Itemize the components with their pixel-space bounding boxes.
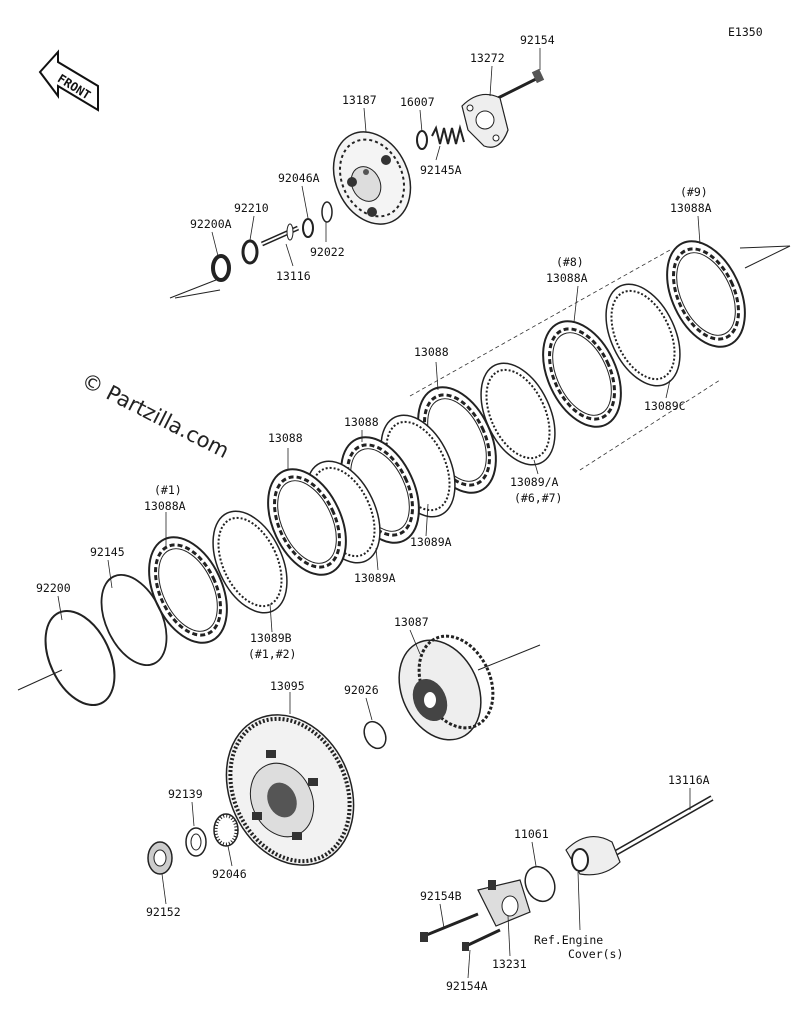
front-arrow-icon: FRONT — [38, 49, 99, 112]
bolt-92154-part — [497, 68, 545, 100]
release-shaft-13116a-part — [610, 795, 714, 858]
axis-line — [739, 245, 791, 249]
label-92200a: 92200A — [190, 217, 232, 231]
diagram-code: E1350 — [728, 25, 763, 39]
label-13087: 13087 — [394, 615, 429, 629]
label-92145: 92145 — [90, 545, 125, 559]
clutch-housing-13095-part — [225, 714, 355, 866]
release-lever-13231-part — [477, 879, 531, 927]
label-92026: 92026 — [344, 683, 379, 697]
pushrod-13116-part — [260, 223, 300, 247]
needle-bearing-92046-part — [213, 813, 239, 847]
label-92154b: 92154B — [420, 889, 462, 903]
label-note-1-2: (#1,#2) — [248, 647, 296, 661]
label-92200: 92200 — [36, 581, 71, 595]
label-note-9: (#9) — [680, 185, 708, 199]
label-92154a: 92154A — [446, 979, 488, 993]
washer-92022-part — [321, 201, 333, 223]
axis-line — [744, 245, 791, 269]
label-92145a: 92145A — [420, 163, 462, 177]
release-cover-part — [565, 835, 621, 876]
label-13095: 13095 — [270, 679, 305, 693]
label-note-8: (#8) — [556, 255, 584, 269]
bearing-92152-part — [147, 841, 173, 875]
pressure-plate-13187-part — [332, 131, 412, 225]
washer-92026-part — [363, 720, 387, 750]
gasket-11061-part — [524, 865, 556, 903]
label-13089-a: 13089/A — [510, 475, 559, 489]
label-ref-engine: Ref.Engine — [534, 933, 603, 947]
label-13089a-a: 13089A — [354, 571, 396, 585]
label-92154: 92154 — [520, 33, 555, 47]
label-13187: 13187 — [342, 93, 377, 107]
watermark: © Partzilla.com — [78, 368, 233, 463]
part-labels: 92154 13272 13187 16007 92145A 92046A 92… — [36, 33, 712, 993]
label-92139: 92139 — [168, 787, 203, 801]
label-92022: 92022 — [310, 245, 345, 259]
label-11061: 11061 — [514, 827, 549, 841]
label-13088a-8: 13088A — [546, 271, 588, 285]
clutch-hub-13087-part — [398, 634, 541, 741]
axis-line — [174, 289, 221, 299]
label-16007: 16007 — [400, 95, 435, 109]
label-92046: 92046 — [212, 867, 247, 881]
sleeve-92139-part — [185, 827, 207, 857]
label-13088a-9: 13088A — [670, 201, 712, 215]
label-note-1: (#1) — [154, 483, 182, 497]
label-13116a: 13116A — [668, 773, 710, 787]
lifter-plate-13272-part — [461, 93, 509, 148]
ring-16007-part — [416, 130, 428, 150]
label-13231: 13231 — [492, 957, 527, 971]
label-92046a: 92046A — [278, 171, 320, 185]
clutch-plate-stack — [17, 240, 746, 707]
label-13088-c: 13088 — [414, 345, 449, 359]
spring-92145a-part — [431, 124, 465, 145]
oil-seal-92210-part — [241, 239, 259, 265]
label-13116: 13116 — [276, 269, 311, 283]
leader-lines — [57, 48, 701, 979]
label-13088-b: 13088 — [344, 415, 379, 429]
label-13088a-1: 13088A — [144, 499, 186, 513]
label-13089a-b: 13089A — [410, 535, 452, 549]
label-92210: 92210 — [234, 201, 269, 215]
label-note-6-7: (#6,#7) — [514, 491, 562, 505]
bearing-92046a-part — [302, 218, 314, 238]
label-ref-covers: Cover(s) — [568, 947, 623, 961]
axis-line — [169, 279, 217, 299]
o-ring-92200a-part — [211, 254, 231, 282]
label-13089b: 13089B — [250, 631, 292, 645]
bolt-92154a-part — [462, 928, 501, 951]
bolt-92154b-part — [420, 912, 479, 942]
label-13272: 13272 — [470, 51, 505, 65]
label-13089c: 13089C — [644, 399, 686, 413]
label-92152: 92152 — [146, 905, 181, 919]
label-13088-a: 13088 — [268, 431, 303, 445]
